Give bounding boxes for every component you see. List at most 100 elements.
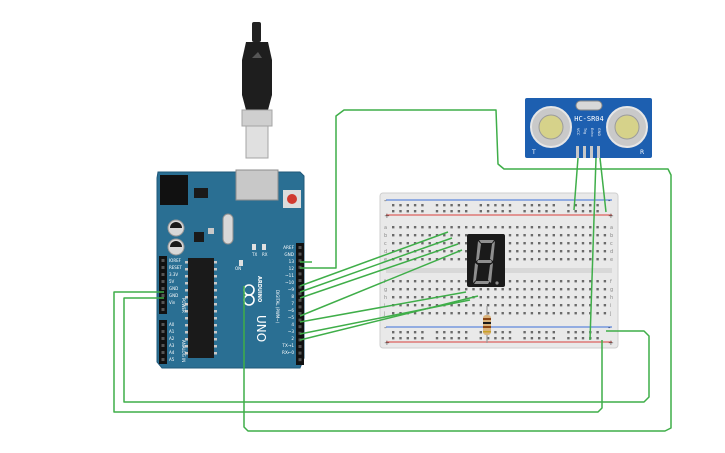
rail-hole[interactable] [530, 204, 534, 207]
terminal-hole[interactable] [516, 312, 519, 315]
terminal-hole[interactable] [596, 296, 599, 299]
terminal-hole[interactable] [501, 312, 504, 315]
terminal-hole[interactable] [465, 242, 468, 245]
terminal-hole[interactable] [545, 226, 548, 229]
header-hole[interactable] [298, 272, 302, 276]
terminal-hole[interactable] [559, 304, 563, 307]
terminal-hole[interactable] [421, 280, 424, 283]
terminal-hole[interactable] [508, 288, 512, 291]
rail-hole[interactable] [545, 337, 548, 340]
rail-hole[interactable] [508, 204, 512, 207]
resistor[interactable] [483, 306, 491, 343]
terminal-hole[interactable] [589, 296, 592, 299]
rail-hole[interactable] [596, 204, 599, 207]
wire-gnd[interactable] [123, 297, 650, 403]
terminal-hole[interactable] [443, 312, 446, 315]
sensor-pin[interactable] [576, 146, 579, 158]
terminal-hole[interactable] [435, 258, 439, 261]
rail-hole[interactable] [465, 337, 468, 340]
rail-hole[interactable] [589, 210, 592, 213]
terminal-hole[interactable] [486, 226, 490, 229]
terminal-hole[interactable] [450, 304, 453, 307]
terminal-hole[interactable] [538, 258, 541, 261]
terminal-hole[interactable] [530, 234, 534, 237]
rail-hole[interactable] [443, 210, 446, 213]
terminal-hole[interactable] [603, 242, 607, 245]
terminal-hole[interactable] [501, 296, 504, 299]
header-hole[interactable] [298, 312, 302, 315]
header-hole[interactable] [161, 337, 165, 340]
terminal-hole[interactable] [574, 304, 577, 307]
terminal-hole[interactable] [479, 296, 482, 299]
terminal-hole[interactable] [457, 280, 461, 283]
terminal-hole[interactable] [538, 250, 541, 253]
terminal-hole[interactable] [538, 304, 541, 307]
terminal-hole[interactable] [567, 312, 570, 315]
terminal-hole[interactable] [523, 280, 526, 283]
terminal-hole[interactable] [603, 312, 607, 315]
rail-hole[interactable] [486, 210, 490, 213]
terminal-hole[interactable] [450, 250, 453, 253]
terminal-hole[interactable] [523, 296, 526, 299]
wire-sensor-vcc[interactable] [573, 157, 579, 211]
terminal-hole[interactable] [530, 250, 534, 253]
terminal-hole[interactable] [406, 304, 409, 307]
terminal-hole[interactable] [428, 226, 431, 229]
terminal-hole[interactable] [494, 304, 497, 307]
rail-hole[interactable] [457, 210, 461, 213]
rail-hole[interactable] [392, 204, 395, 207]
terminal-hole[interactable] [545, 304, 548, 307]
terminal-hole[interactable] [392, 312, 395, 315]
terminal-hole[interactable] [443, 242, 446, 245]
header-hole[interactable] [161, 273, 165, 276]
terminal-hole[interactable] [399, 258, 402, 261]
terminal-hole[interactable] [538, 312, 541, 315]
rail-hole[interactable] [406, 331, 409, 334]
terminal-hole[interactable] [581, 288, 585, 291]
header-hole[interactable] [161, 358, 165, 361]
terminal-hole[interactable] [545, 242, 548, 245]
terminal-hole[interactable] [392, 296, 395, 299]
terminal-hole[interactable] [574, 258, 577, 261]
rail-hole[interactable] [501, 204, 504, 207]
rail-hole[interactable] [413, 337, 417, 340]
terminal-hole[interactable] [501, 304, 504, 307]
rail-hole[interactable] [399, 204, 402, 207]
terminal-hole[interactable] [603, 250, 607, 253]
terminal-hole[interactable] [538, 296, 541, 299]
terminal-hole[interactable] [596, 312, 599, 315]
terminal-hole[interactable] [479, 226, 482, 229]
rail-hole[interactable] [523, 210, 526, 213]
terminal-hole[interactable] [457, 288, 461, 291]
rail-hole[interactable] [581, 331, 585, 334]
rail-hole[interactable] [392, 331, 395, 334]
wire-d5[interactable] [299, 291, 467, 323]
terminal-hole[interactable] [508, 312, 512, 315]
terminal-hole[interactable] [589, 234, 592, 237]
terminal-hole[interactable] [552, 296, 555, 299]
terminal-hole[interactable] [523, 226, 526, 229]
header-hole[interactable] [161, 280, 165, 283]
rail-hole[interactable] [421, 331, 424, 334]
rail-hole[interactable] [589, 204, 592, 207]
header-hole[interactable] [161, 259, 165, 262]
terminal-hole[interactable] [530, 296, 534, 299]
terminal-hole[interactable] [567, 280, 570, 283]
sensor-pin[interactable] [597, 146, 600, 158]
terminal-hole[interactable] [457, 242, 461, 245]
terminal-hole[interactable] [589, 280, 592, 283]
terminal-hole[interactable] [443, 288, 446, 291]
header-hole[interactable] [298, 325, 302, 329]
terminal-hole[interactable] [457, 258, 461, 261]
rail-hole[interactable] [574, 331, 577, 334]
terminal-hole[interactable] [545, 280, 548, 283]
terminal-hole[interactable] [465, 258, 468, 261]
rail-hole[interactable] [581, 210, 585, 213]
terminal-hole[interactable] [567, 234, 570, 237]
terminal-hole[interactable] [435, 234, 439, 237]
rail-hole[interactable] [435, 204, 439, 207]
rail-hole[interactable] [574, 210, 577, 213]
rail-hole[interactable] [567, 210, 570, 213]
terminal-hole[interactable] [574, 226, 577, 229]
terminal-hole[interactable] [559, 226, 563, 229]
